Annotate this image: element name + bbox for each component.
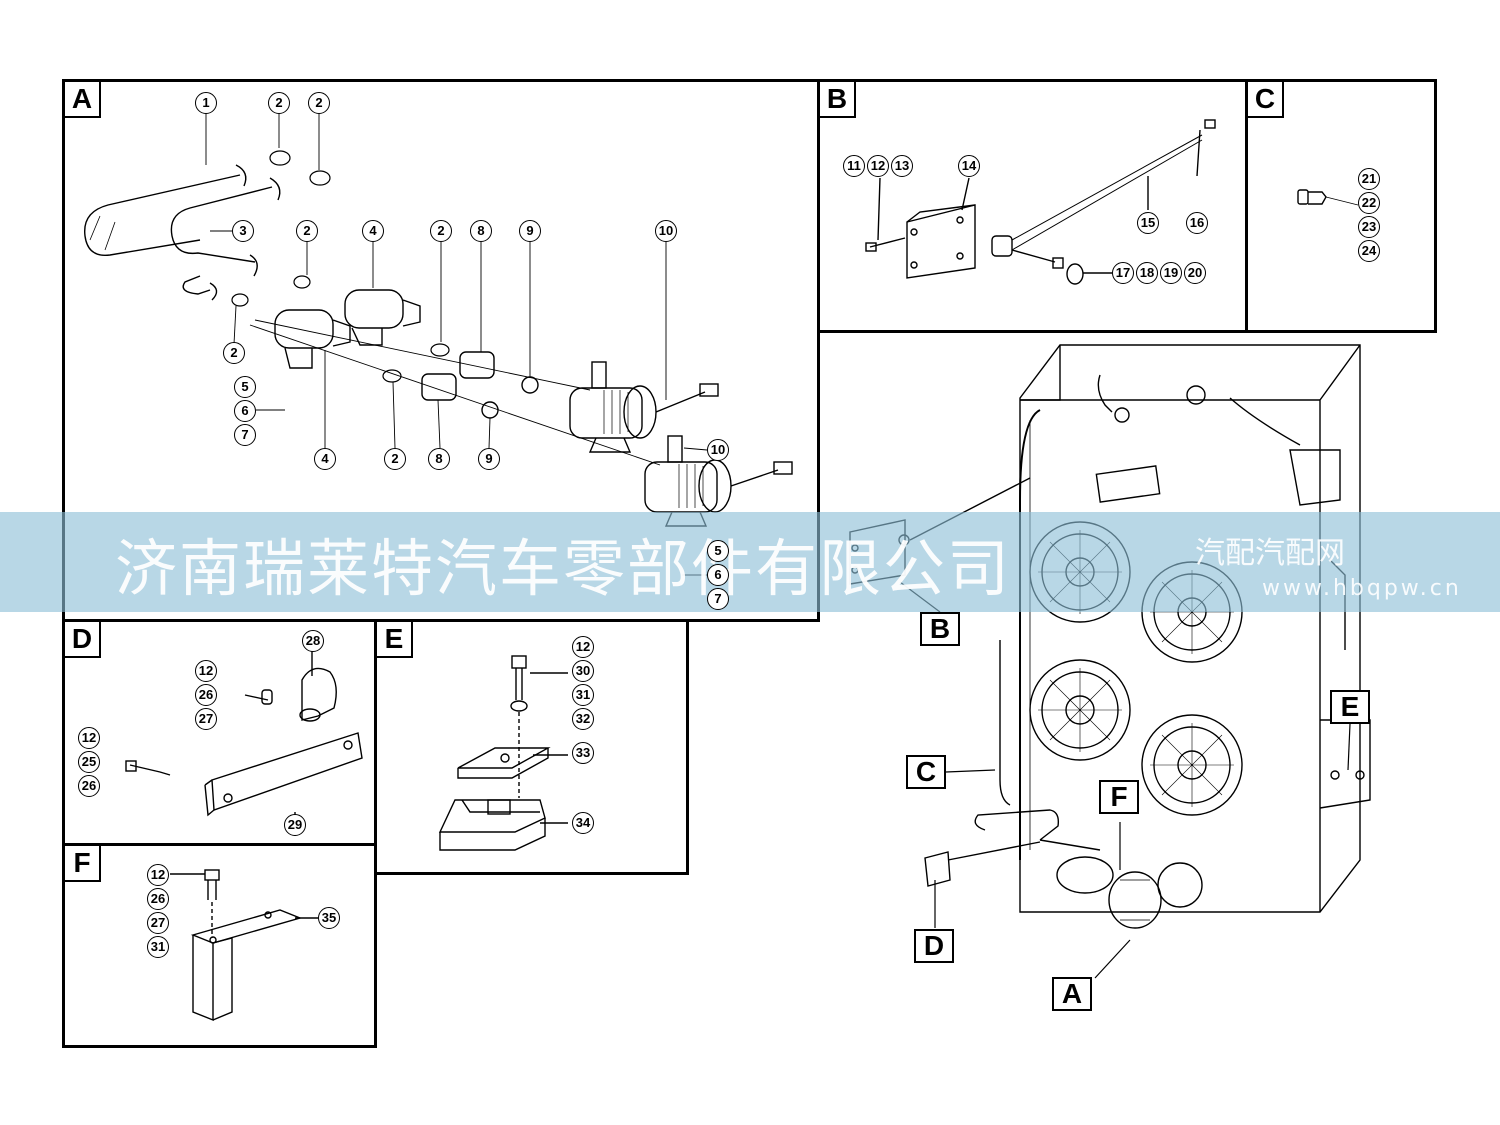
- callout-part-26: 26: [147, 888, 169, 910]
- view-tag-f: F: [1099, 780, 1139, 814]
- callout-part-14: 14: [958, 155, 980, 177]
- callout-part-4: 4: [362, 220, 384, 242]
- module-pumps-and-piping: [924, 809, 1203, 929]
- callout-part-6: 6: [707, 564, 729, 586]
- callout-leaders-a: [205, 112, 708, 576]
- callout-part-12: 12: [572, 636, 594, 658]
- callout-part-15: 15: [1137, 212, 1159, 234]
- cooling-module: [999, 344, 1361, 913]
- callout-part-26: 26: [78, 775, 100, 797]
- callout-part-2: 2: [384, 448, 406, 470]
- callout-part-24: 24: [1358, 240, 1380, 262]
- callout-part-5: 5: [234, 376, 256, 398]
- callout-part-23: 23: [1358, 216, 1380, 238]
- bracket-assembly-b: [865, 119, 1216, 285]
- callout-part-10: 10: [707, 439, 729, 461]
- isolator-mount-e: [438, 655, 568, 851]
- callout-part-2: 2: [308, 92, 330, 114]
- callout-part-8: 8: [470, 220, 492, 242]
- callout-part-21: 21: [1358, 168, 1380, 190]
- callout-part-31: 31: [572, 684, 594, 706]
- watermark-band: [0, 512, 1500, 612]
- callout-part-32: 32: [572, 708, 594, 730]
- electric-water-pump-upper: [569, 361, 719, 453]
- callout-part-25: 25: [78, 751, 100, 773]
- fitting-c: [1297, 189, 1359, 206]
- callout-part-12: 12: [147, 864, 169, 886]
- panel-d-label: D: [65, 622, 101, 658]
- callout-part-6: 6: [234, 400, 256, 422]
- callout-part-2: 2: [268, 92, 290, 114]
- callout-part-27: 27: [195, 708, 217, 730]
- panel-e-label: E: [377, 622, 413, 658]
- callout-part-9: 9: [519, 220, 541, 242]
- bracket-f: [170, 869, 318, 1022]
- callout-part-4: 4: [314, 448, 336, 470]
- callout-part-7: 7: [707, 588, 729, 610]
- view-tag-d: D: [914, 929, 954, 963]
- callout-part-29: 29: [284, 814, 306, 836]
- callout-part-10: 10: [655, 220, 677, 242]
- hose-clamps: [231, 150, 450, 383]
- watermark-site: 汽配汽配网: [1195, 536, 1345, 571]
- callout-part-27: 27: [147, 912, 169, 934]
- panel-e: E: [374, 619, 689, 875]
- callout-part-34: 34: [572, 812, 594, 834]
- callout-part-19: 19: [1160, 262, 1182, 284]
- callout-part-12: 12: [195, 660, 217, 682]
- callout-part-20: 20: [1184, 262, 1206, 284]
- callout-part-12: 12: [78, 727, 100, 749]
- panel-c-label: C: [1248, 82, 1284, 118]
- coolant-hose-assembly: [84, 164, 281, 301]
- callout-part-26: 26: [195, 684, 217, 706]
- panel-f-label: F: [65, 846, 101, 882]
- callout-part-9: 9: [478, 448, 500, 470]
- callout-part-30: 30: [572, 660, 594, 682]
- callout-part-13: 13: [891, 155, 913, 177]
- watermark-company: 济南瑞莱特汽车零部件有限公司: [115, 532, 1012, 605]
- panel-c: C: [1245, 79, 1437, 333]
- callout-part-33: 33: [572, 742, 594, 764]
- callout-part-11: 11: [843, 155, 865, 177]
- callout-part-17: 17: [1112, 262, 1134, 284]
- callout-part-22: 22: [1358, 192, 1380, 214]
- view-tag-e: E: [1330, 690, 1370, 724]
- callout-part-2: 2: [223, 342, 245, 364]
- view-tag-a: A: [1052, 977, 1092, 1011]
- callout-part-2: 2: [430, 220, 452, 242]
- callout-part-35: 35: [318, 907, 340, 929]
- callout-part-3: 3: [232, 220, 254, 242]
- watermark-url: www.hbqpw.cn: [1262, 576, 1462, 601]
- panel-b: B: [817, 79, 1248, 333]
- callout-part-31: 31: [147, 936, 169, 958]
- callout-part-2: 2: [296, 220, 318, 242]
- callout-part-28: 28: [302, 630, 324, 652]
- couplings: [249, 319, 661, 466]
- filter-canisters: [274, 289, 421, 369]
- view-tag-b: B: [920, 612, 960, 646]
- callout-part-18: 18: [1136, 262, 1158, 284]
- mount-plate-d: [125, 650, 363, 836]
- callout-part-16: 16: [1186, 212, 1208, 234]
- callout-part-8: 8: [428, 448, 450, 470]
- callout-part-12: 12: [867, 155, 889, 177]
- callout-part-7: 7: [234, 424, 256, 446]
- panel-a-label: A: [65, 82, 101, 118]
- panel-b-label: B: [820, 82, 856, 118]
- callout-part-5: 5: [707, 540, 729, 562]
- view-tag-c: C: [906, 755, 946, 789]
- callout-part-1: 1: [195, 92, 217, 114]
